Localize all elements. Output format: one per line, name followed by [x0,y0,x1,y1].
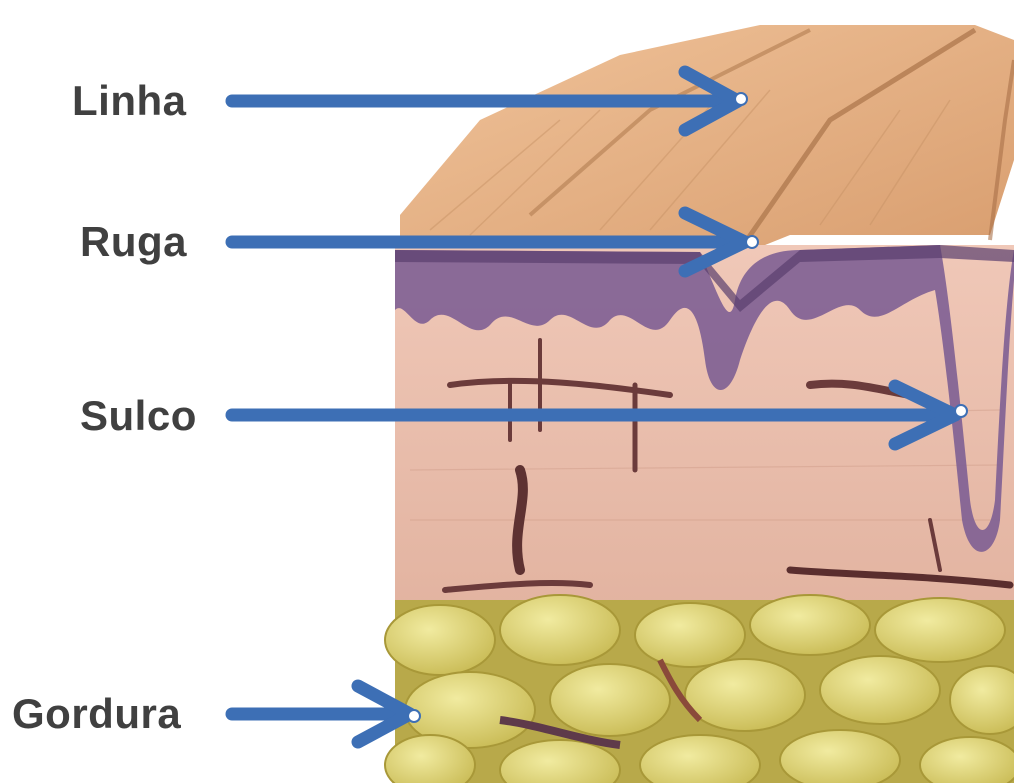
label-ruga-text: Ruga [80,218,187,266]
label-linha: Linha [72,77,187,125]
label-ruga: Ruga [80,218,187,266]
label-sulco: Sulco [80,392,197,440]
label-gordura-text: Gordura [12,690,181,738]
label-sulco-text: Sulco [80,392,197,440]
label-linha-text: Linha [72,77,187,125]
label-gordura: Gordura [12,690,181,738]
fat-layer [385,595,1014,783]
arrow-gordura [232,686,420,742]
